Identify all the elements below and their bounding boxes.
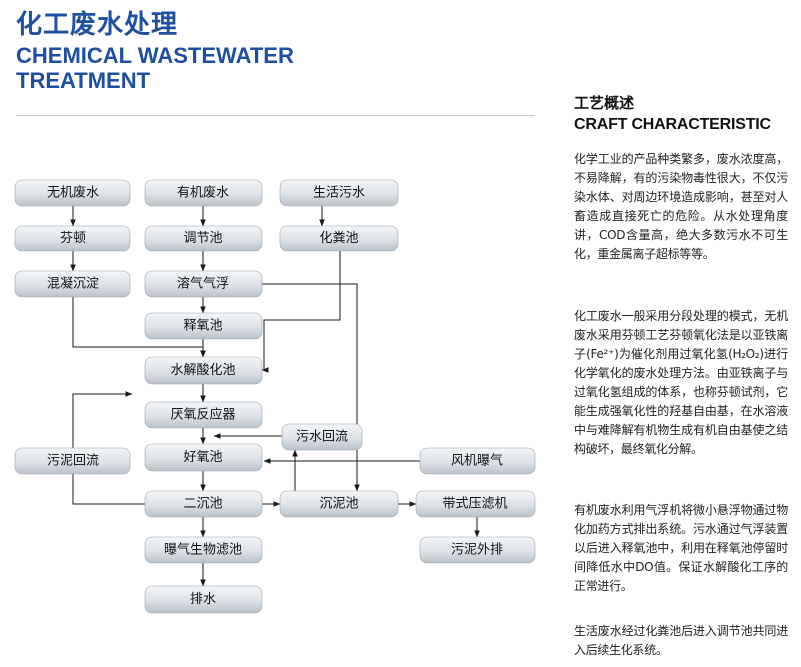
svg-text:带式压滤机: 带式压滤机 (442, 497, 507, 512)
node-sewage-return: 污水回流 (281, 423, 363, 451)
node-sludge-discharge: 污泥外排 (419, 536, 536, 564)
svg-text:排水: 排水 (190, 592, 216, 607)
svg-text:水解酸化池: 水解酸化池 (170, 363, 235, 378)
svg-text:化粪池: 化粪池 (319, 231, 358, 246)
flow-edges (70, 206, 480, 587)
node-hydrolysis-acidification: 水解酸化池 (144, 356, 263, 385)
svg-text:污泥回流: 污泥回流 (47, 454, 99, 469)
svg-text:风机曝气: 风机曝气 (451, 453, 503, 469)
svg-text:芬顿: 芬顿 (60, 231, 86, 246)
node-organic-wastewater: 有机废水 (144, 179, 263, 207)
svg-text:二沉池: 二沉池 (183, 497, 222, 512)
node-biological-aerated-filter: 曝气生物滤池 (144, 536, 263, 564)
node-regulating-tank: 调节池 (144, 225, 263, 252)
svg-text:污水回流: 污水回流 (296, 430, 348, 445)
node-water-discharge: 排水 (144, 585, 263, 614)
node-coagulation-sedimentation: 混凝沉淀 (14, 270, 131, 298)
craft-paragraph-3: 有机废水利用气浮机将微小悬浮物通过物化加药方式排出系统。污水通过气浮装置以后进入… (574, 503, 788, 593)
craft-paragraph-1: 化学工业的产品种类繁多，废水浓度高，不易降解，有的污染物毒性很大，不仅污染水体、… (574, 152, 788, 261)
title-divider (16, 115, 535, 116)
node-sludge-tank: 沉泥池 (279, 490, 399, 518)
node-anaerobic-reactor: 厌氧反应器 (144, 401, 263, 429)
craft-paragraph-4: 生活废水经过化粪池后进入调节池共同进入后续生化系统。 (574, 624, 788, 657)
node-inorganic-wastewater: 无机废水 (14, 179, 131, 207)
svg-text:释氧池: 释氧池 (183, 319, 222, 334)
node-dissolved-air-flotation: 溶气气浮 (144, 270, 263, 298)
edge-flotation-sludgetank (262, 283, 360, 492)
svg-text:好氧池: 好氧池 (183, 450, 222, 465)
craft-title-cn: 工艺概述 (574, 94, 635, 112)
node-blower-aeration: 风机曝气 (419, 447, 536, 475)
svg-text:沉泥池: 沉泥池 (319, 497, 358, 512)
node-fenton: 芬顿 (14, 225, 131, 252)
svg-text:有机废水: 有机废水 (177, 185, 229, 201)
node-secondary-clarifier: 二沉池 (144, 490, 263, 518)
svg-text:生活污水: 生活污水 (313, 186, 365, 201)
svg-text:曝气生物滤池: 曝气生物滤池 (164, 542, 242, 558)
svg-text:厌氧反应器: 厌氧反应器 (170, 407, 235, 423)
node-aerobic-tank: 好氧池 (144, 443, 263, 472)
node-domestic-sewage: 生活污水 (279, 179, 399, 207)
process-flow-diagram: 无机废水 有机废水 生活污水 芬顿 调节池 化粪池 混凝沉淀 溶气气浮 释氧池 … (14, 179, 536, 614)
craft-title-en: CRAFT CHARACTERISTIC (574, 116, 771, 133)
page-title-en: CHEMICAL WASTEWATER TREATMENT (16, 43, 294, 93)
svg-text:无机废水: 无机废水 (47, 185, 99, 201)
svg-text:溶气气浮: 溶气气浮 (177, 276, 229, 292)
page-title-cn: 化工废水处理 (16, 10, 179, 40)
svg-text:污泥外排: 污泥外排 (451, 543, 503, 558)
node-septic-tank: 化粪池 (279, 225, 399, 252)
svg-text:调节池: 调节池 (183, 231, 222, 246)
svg-text:混凝沉淀: 混凝沉淀 (47, 276, 99, 292)
edge-septic-hydrolysis (261, 251, 341, 373)
craft-paragraph-2: 化工废水一般采用分段处理的模式，无机废水采用芬顿工艺芬顿氧化法是以亚铁离子(Fe… (574, 309, 788, 456)
node-oxygen-release-tank: 释氧池 (144, 312, 263, 340)
node-sludge-return: 污泥回流 (14, 447, 131, 475)
node-belt-filter-press: 带式压滤机 (415, 490, 536, 518)
